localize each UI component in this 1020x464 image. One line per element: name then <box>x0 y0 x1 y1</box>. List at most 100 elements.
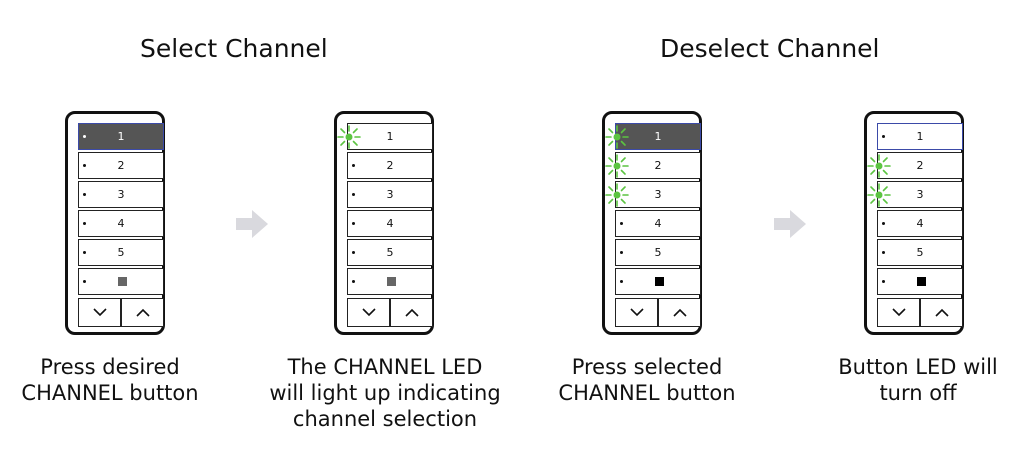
up-button[interactable] <box>121 298 164 327</box>
channel-button-1[interactable]: 1 <box>337 123 433 150</box>
chevron-down-icon <box>630 308 644 317</box>
flow-arrow-icon <box>774 210 806 238</box>
caption-line: Press selected <box>571 355 723 379</box>
stop-button[interactable] <box>347 268 433 295</box>
channel-label: 2 <box>117 159 125 172</box>
stop-square-icon <box>387 277 396 286</box>
caption-line: will light up indicating <box>269 381 501 405</box>
step-4-caption: Button LED will turn off <box>818 354 1018 406</box>
channel-button-2[interactable]: 2 <box>605 152 701 179</box>
remote-step-4: 1 2 <box>864 111 964 335</box>
button-dot <box>352 193 355 196</box>
button-dot <box>83 135 86 138</box>
button-dot <box>882 280 885 283</box>
down-button[interactable] <box>877 298 920 327</box>
channel-label: 1 <box>117 130 125 143</box>
channel-button-1[interactable]: 1 <box>78 123 164 150</box>
button-dot <box>882 222 885 225</box>
up-button[interactable] <box>390 298 433 327</box>
channel-button-2[interactable]: 2 <box>347 152 433 179</box>
up-button[interactable] <box>658 298 701 327</box>
caption-line: CHANNEL button <box>558 381 736 405</box>
chevron-up-icon <box>136 308 150 317</box>
channel-label: 1 <box>386 130 394 143</box>
deselect-channel-title: Deselect Channel <box>660 34 880 63</box>
led-on-icon <box>867 154 891 178</box>
led-on-icon <box>867 183 891 207</box>
chevron-up-icon <box>405 308 419 317</box>
button-dot <box>83 280 86 283</box>
chevron-down-icon <box>362 308 376 317</box>
channel-button-4[interactable]: 4 <box>877 210 963 237</box>
caption-line: turn off <box>879 381 957 405</box>
channel-button-5[interactable]: 5 <box>615 239 701 266</box>
channel-label: 2 <box>386 159 394 172</box>
channel-label: 5 <box>654 246 662 259</box>
flow-arrow-icon <box>236 210 268 238</box>
caption-line: Press desired <box>40 355 180 379</box>
channel-button-4[interactable]: 4 <box>78 210 164 237</box>
stop-square-icon <box>917 277 926 286</box>
step-3-caption: Press selected CHANNEL button <box>542 354 752 406</box>
button-dot <box>83 222 86 225</box>
channel-button-1[interactable]: 1 <box>877 123 963 150</box>
button-dot <box>352 251 355 254</box>
button-dot <box>882 251 885 254</box>
caption-line: CHANNEL button <box>21 381 199 405</box>
channel-label: 4 <box>117 217 125 230</box>
channel-label: 2 <box>916 159 924 172</box>
led-on-icon <box>605 125 629 149</box>
button-dot <box>620 280 623 283</box>
chevron-down-icon <box>892 308 906 317</box>
channel-button-3[interactable]: 3 <box>605 181 701 208</box>
channel-button-5[interactable]: 5 <box>347 239 433 266</box>
channel-button-5[interactable]: 5 <box>877 239 963 266</box>
led-on-icon <box>605 154 629 178</box>
step-2-caption: The CHANNEL LED will light up indicating… <box>255 354 515 432</box>
channel-label: 1 <box>654 130 662 143</box>
channel-label: 4 <box>916 217 924 230</box>
button-dot <box>620 251 623 254</box>
stop-button[interactable] <box>78 268 164 295</box>
stop-square-icon <box>655 277 664 286</box>
channel-label: 3 <box>916 188 924 201</box>
button-dot <box>882 135 885 138</box>
button-dot <box>83 164 86 167</box>
button-dot <box>83 193 86 196</box>
button-dot <box>352 164 355 167</box>
remote-step-2: 1 2 3 4 5 <box>334 111 434 335</box>
channel-button-4[interactable]: 4 <box>615 210 701 237</box>
channel-label: 2 <box>654 159 662 172</box>
remote-step-3: 1 2 <box>602 111 702 335</box>
channel-label: 5 <box>386 246 394 259</box>
channel-button-3[interactable]: 3 <box>78 181 164 208</box>
down-button[interactable] <box>347 298 390 327</box>
down-button[interactable] <box>615 298 658 327</box>
channel-label: 1 <box>916 130 924 143</box>
down-button[interactable] <box>78 298 121 327</box>
caption-line: Button LED will <box>838 355 998 379</box>
channel-button-2[interactable]: 2 <box>867 152 963 179</box>
button-dot <box>620 222 623 225</box>
button-dot <box>352 222 355 225</box>
caption-line: channel selection <box>292 407 478 431</box>
select-channel-title: Select Channel <box>140 34 328 63</box>
stop-button[interactable] <box>615 268 701 295</box>
chevron-down-icon <box>93 308 107 317</box>
channel-button-4[interactable]: 4 <box>347 210 433 237</box>
chevron-up-icon <box>935 308 949 317</box>
button-dot <box>83 251 86 254</box>
channel-label: 5 <box>916 246 924 259</box>
button-dot <box>352 280 355 283</box>
channel-button-1[interactable]: 1 <box>605 123 701 150</box>
channel-button-3[interactable]: 3 <box>867 181 963 208</box>
channel-label: 5 <box>117 246 125 259</box>
stop-button[interactable] <box>877 268 963 295</box>
channel-button-2[interactable]: 2 <box>78 152 164 179</box>
channel-button-5[interactable]: 5 <box>78 239 164 266</box>
channel-label: 3 <box>654 188 662 201</box>
chevron-up-icon <box>673 308 687 317</box>
up-button[interactable] <box>920 298 963 327</box>
led-on-icon <box>605 183 629 207</box>
channel-button-3[interactable]: 3 <box>347 181 433 208</box>
